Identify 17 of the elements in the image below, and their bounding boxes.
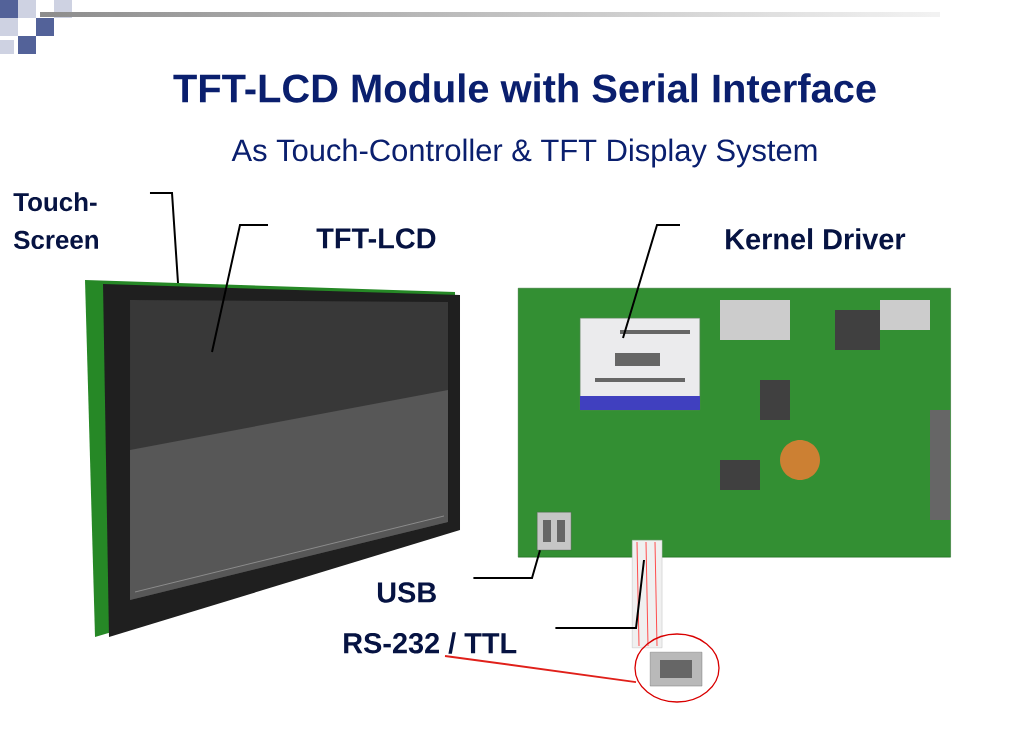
leader-line: [622, 224, 681, 339]
part-label: TFT-LCD: [316, 228, 436, 249]
subtitle: As Touch-Controller & TFT Display System: [231, 138, 817, 168]
part-label: Kernel Driver: [726, 228, 906, 250]
leader-line: [554, 559, 645, 629]
title: TFT-LCD Module with Serial Interface: [173, 73, 876, 103]
part-label: RS-232 / TTL: [344, 632, 517, 654]
leader-line: [211, 224, 269, 353]
part-label: Touch- Screen: [13, 192, 98, 250]
leader-line: [149, 192, 179, 284]
leader-line: [472, 549, 541, 579]
part-label: USB: [377, 582, 436, 603]
serial-connector: [650, 652, 703, 687]
usb-port: [537, 512, 572, 551]
driver-module: [580, 318, 700, 411]
leader-line: [444, 654, 637, 684]
ribbon-cable: [632, 540, 663, 648]
